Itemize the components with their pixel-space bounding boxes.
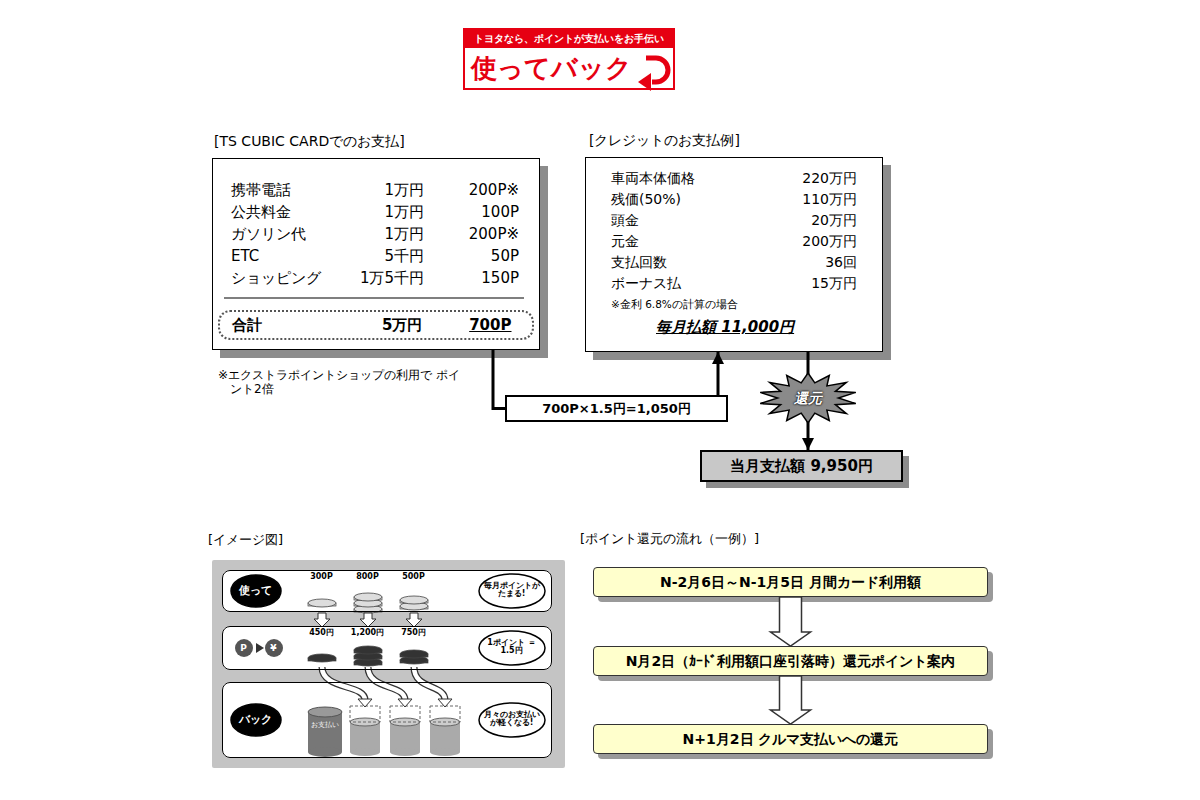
node-text: 毎月払額 11,000円 — [656, 318, 794, 336]
image-row: 300P 800P 500P 使って 毎月ポイントがたまる! — [222, 570, 552, 612]
node-text: 50P — [491, 247, 519, 265]
coins — [308, 593, 452, 707]
node-text: 5万円 — [382, 316, 422, 334]
point-yen-icon — [235, 639, 283, 657]
node-text: バック — [239, 713, 272, 726]
node-text: N+1月2日 クルマ支払いへの還元 — [683, 731, 899, 748]
node-text: ※金利 6.8%の計算の場合 — [611, 298, 738, 311]
node-text: 公共料金 — [231, 203, 291, 221]
node-text: 使って — [239, 584, 272, 597]
logo-arrow — [638, 58, 668, 91]
node-text: ¥ — [267, 641, 281, 655]
box-ground — [212, 158, 540, 350]
node-text: N月2日（ｶｰﾄﾞ利用額口座引落時）還元ポイント案内 — [626, 653, 955, 670]
row-ground — [222, 626, 552, 670]
node-text: 1万円 — [384, 225, 424, 243]
node-text: 700P — [469, 316, 511, 334]
node-text: 800P — [353, 572, 383, 582]
node-text: 頭金 — [611, 212, 639, 229]
calc-box: 700P×1.5円=1,050円 — [505, 395, 728, 422]
node-text: 200P※ — [469, 181, 519, 199]
node-text: 20万円 — [811, 212, 857, 229]
node-text: 500P — [399, 572, 429, 582]
oval-note: 毎月ポイントがたまる! — [478, 573, 546, 609]
node-text: 1万円 — [384, 203, 424, 221]
total-row: 合計 5万円 700P — [218, 310, 534, 340]
node-text: [TS CUBIC CARDでのお支払] — [214, 133, 405, 150]
footnote: ※エクストラポイントショップの利用で ポイント2倍 — [218, 368, 462, 397]
node-text: ETC — [231, 247, 259, 265]
node-text: [イメージ図] — [208, 532, 283, 548]
image-row: P ¥450円 1,200円 750円 1ポイント ＝ 1.5円 — [222, 626, 552, 670]
node-text: 元金 — [611, 233, 639, 250]
row-ground — [222, 570, 552, 612]
node-text: ボーナス払 — [611, 275, 681, 292]
starburst: 還元 — [758, 372, 858, 424]
node-text: 毎月ポイントがたまる! — [482, 582, 542, 600]
circle-badge: 使って — [230, 574, 282, 608]
node-text: 200万円 — [802, 233, 857, 250]
node-text: 450円 — [302, 628, 342, 638]
node-text: 15万円 — [811, 275, 857, 292]
node-text: 当月支払額 9,950円 — [730, 457, 873, 475]
node-text: 220万円 — [802, 170, 857, 187]
node-text: 5千円 — [384, 247, 424, 265]
node-text: 還元 — [794, 390, 822, 407]
node-text: 月々のお支払いが軽くなる! — [482, 711, 542, 729]
node-text: 1,200円 — [348, 628, 388, 638]
node-text: お支払い — [308, 721, 342, 729]
block-arrow — [771, 597, 811, 646]
image-panel: [イメージ図]300P800P500P使って毎月ポイントがたまる!P¥450円1… — [212, 560, 565, 768]
panel-ground — [212, 560, 565, 768]
node-text: [クレジットのお支払例] — [589, 132, 740, 149]
node-text: P — [237, 641, 251, 655]
node-text: 支払回数 — [611, 254, 667, 271]
node-text: 750円 — [394, 628, 434, 638]
oval-note: 1ポイント ＝ 1.5円 — [478, 630, 546, 666]
connector-line — [807, 352, 810, 375]
flow-step: N-2月6日～N-1月5日 月間カード利用額 — [593, 567, 988, 597]
node-text: トヨタなら、ポイントが支払いをお手伝い — [465, 30, 673, 48]
connector-line — [717, 352, 720, 395]
node-text: 150P — [481, 269, 519, 287]
node-text: 1万5千円 — [360, 269, 424, 287]
credit-box: [クレジットのお支払例]車両本体価格220万円残価(50%)110万円頭金20万… — [585, 157, 883, 352]
node-text: 使ってバック — [471, 53, 632, 84]
oval-note: 月々のお支払いが軽くなる! — [478, 702, 546, 738]
row-ground — [222, 682, 552, 758]
node-text: 1ポイント ＝ 1.5円 — [482, 639, 542, 657]
node-text: 36回 — [825, 254, 857, 271]
circle-badge: バック — [230, 703, 282, 737]
node-text: 合計 — [232, 316, 262, 334]
node-text: 110万円 — [802, 191, 857, 208]
logo-box: トヨタなら、ポイントが支払いをお手伝い使ってバック — [463, 28, 675, 90]
node-text: 200P※ — [469, 225, 519, 243]
node-text: ショッピング — [231, 269, 321, 287]
node-text: 携帯電話 — [231, 181, 291, 199]
node-text: 残価(50%) — [611, 191, 681, 208]
card-table-box: [TS CUBIC CARDでのお支払]携帯電話1万円200P※公共料金1万円1… — [212, 158, 540, 350]
node-text: 車両本体価格 — [611, 170, 695, 187]
result-box: 当月支払額 9,950円 — [700, 450, 903, 482]
node-text: ガソリン代 — [231, 225, 306, 243]
rule-line — [224, 297, 524, 298]
node-text: 300P — [307, 572, 337, 582]
node-text: 100P — [481, 203, 519, 221]
flow-step: N+1月2日 クルマ支払いへの還元 — [593, 724, 988, 754]
cylinders — [308, 706, 460, 757]
flow-step: N月2日（ｶｰﾄﾞ利用額口座引落時）還元ポイント案内 — [593, 646, 988, 676]
node-text: 700P×1.5円=1,050円 — [542, 401, 691, 417]
connector-line — [493, 350, 505, 409]
section-heading: [ポイント還元の流れ（一例）] — [580, 531, 759, 547]
connector-line — [807, 421, 810, 450]
block-arrow — [771, 676, 811, 724]
node-text: 1万円 — [384, 181, 424, 199]
image-row: お支払い バック 月々のお支払いが軽くなる! — [222, 682, 552, 758]
node-text: N-2月6日～N-1月5日 月間カード利用額 — [660, 574, 921, 591]
